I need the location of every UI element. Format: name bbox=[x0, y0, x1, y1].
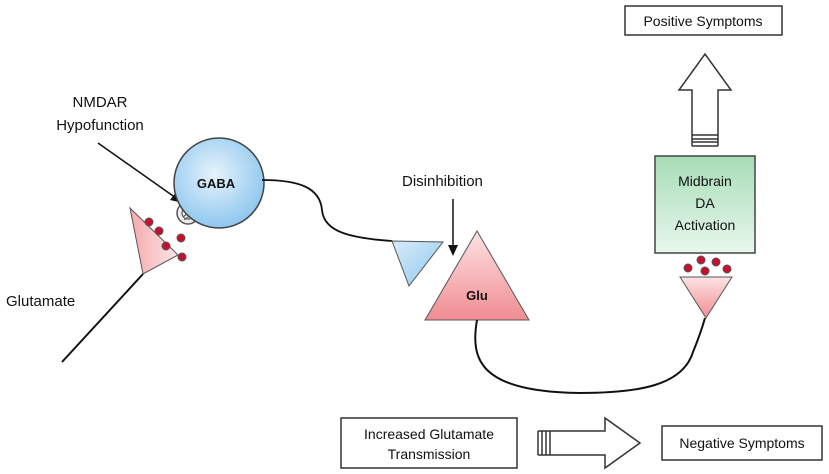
increased-glutamate-line2: Transmission bbox=[388, 446, 471, 462]
negative-symptoms-arrow bbox=[537, 416, 642, 470]
nmdar-label-line2: Hypofunction bbox=[56, 117, 144, 134]
midbrain-da-box bbox=[654, 155, 756, 254]
glutamate-neuron-terminal bbox=[129, 206, 179, 275]
gaba-label: GABA bbox=[197, 176, 236, 191]
glu-label: Glu bbox=[466, 288, 488, 303]
midbrain-label-line3: Activation bbox=[675, 217, 736, 233]
increased-glutamate-line1: Increased Glutamate bbox=[364, 426, 494, 442]
glu-axon bbox=[474, 317, 706, 395]
disinhibition-arrow bbox=[448, 199, 458, 256]
nmdar-label-line1: NMDAR bbox=[73, 94, 128, 111]
midbrain-vesicles bbox=[683, 255, 732, 276]
positive-symptoms-label: Positive Symptoms bbox=[643, 13, 762, 29]
nmdar-arrow bbox=[97, 142, 183, 203]
glutamate-axon bbox=[61, 273, 144, 363]
gaba-axon bbox=[261, 179, 393, 242]
glutamate-vesicles bbox=[144, 217, 187, 262]
negative-symptoms-box bbox=[661, 425, 823, 461]
disinhibition-label: Disinhibition bbox=[402, 173, 483, 190]
gaba-neuron bbox=[173, 137, 265, 229]
positive-symptoms-arrow bbox=[677, 52, 733, 147]
increased-glutamate-box bbox=[340, 417, 518, 469]
midbrain-input-terminal bbox=[679, 276, 733, 319]
gaba-terminal bbox=[391, 240, 445, 288]
midbrain-label-line1: Midbrain bbox=[678, 173, 732, 189]
glutamate-label: Glutamate bbox=[6, 293, 75, 310]
midbrain-label-line2: DA bbox=[695, 195, 715, 211]
positive-symptoms-box bbox=[624, 5, 783, 36]
negative-symptoms-label: Negative Symptoms bbox=[679, 435, 804, 451]
